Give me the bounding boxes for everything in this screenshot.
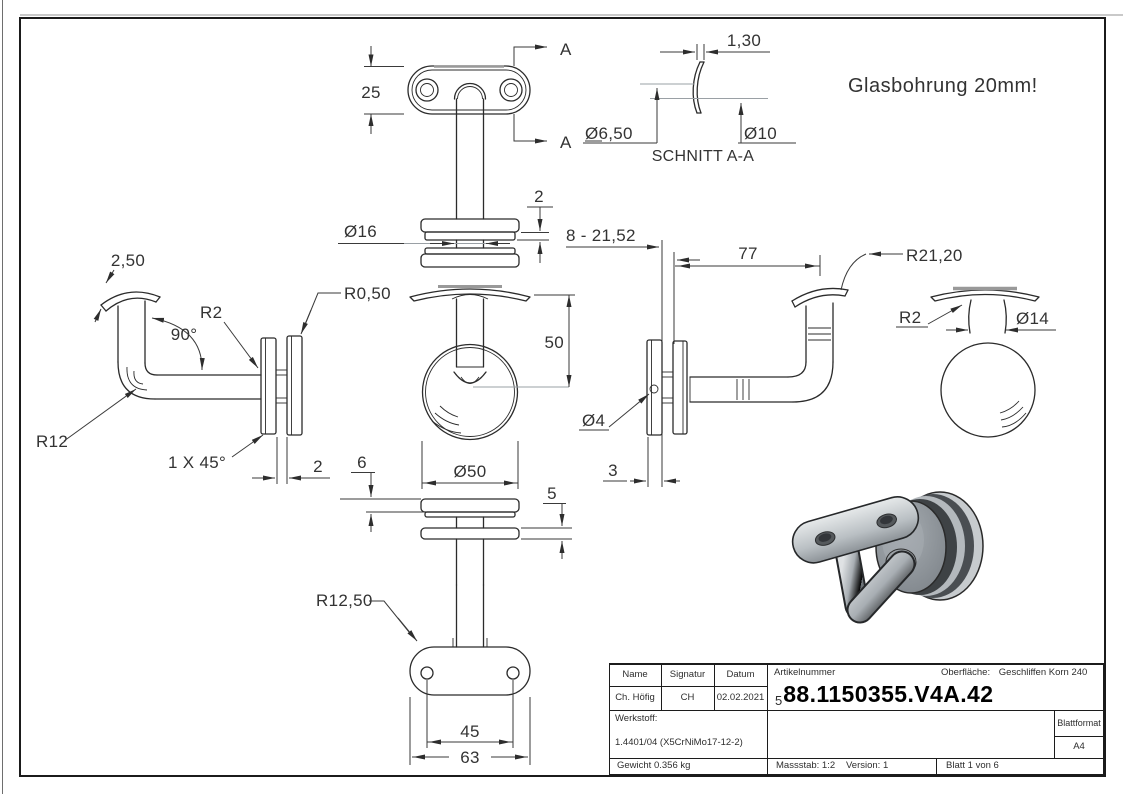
dim-arm-length: 77 <box>738 244 758 263</box>
drawing-border <box>19 17 1106 777</box>
tb-sheet: Blatt 1 von 6 <box>946 760 999 771</box>
dim-plate-width: 25 <box>361 83 381 102</box>
tb-format-value: A4 <box>1073 741 1085 752</box>
tb-material-value: 1.4401/04 (X5CrNiMo17-12-2) <box>615 737 743 748</box>
dim-lip-width: 1,30 <box>727 31 761 50</box>
dim-disc-dia: Ø50 <box>453 462 486 481</box>
exploded-clamp-top: Ø16 2 8 - 21,52 <box>338 187 700 487</box>
tb-line <box>609 773 1104 775</box>
section-view: 1,30 Ø6,50 Ø10 SCHNITT A-A <box>583 31 796 165</box>
tb-line <box>609 686 767 688</box>
border-shadow <box>20 14 1123 16</box>
dim-lower-disc: 5 <box>547 484 557 503</box>
dim-angle: 90° <box>171 325 198 344</box>
dim-gap-2: 2 <box>534 187 544 206</box>
exploded-clamp-bottom: 6 5 <box>340 453 572 586</box>
page-edge-line <box>2 0 3 794</box>
tb-surface: Oberfläche: Geschliffen Korn 240 <box>941 667 1087 678</box>
tb-surface-value: Geschliffen Korn 240 <box>998 667 1088 678</box>
bottom-view: R12,50 45 63 <box>316 584 531 767</box>
product-3d-render <box>791 491 984 624</box>
tb-material-label: Werkstoff: <box>615 713 658 724</box>
dim-edge-radius: R0,50 <box>344 284 391 303</box>
tb-version: Version: 1 <box>846 760 889 771</box>
dim-saddle-thickness: 2,50 <box>111 251 145 270</box>
dim-disc-thickness: 3 <box>608 461 618 480</box>
tb-header-signature: Signatur <box>669 669 706 680</box>
front-view: 50 Ø50 <box>409 285 575 489</box>
tb-value-date: 02.02.2021 <box>716 692 765 703</box>
tb-line <box>1054 710 1056 758</box>
tb-line <box>609 663 611 775</box>
tb-line <box>1054 736 1104 738</box>
dim-upper-disc: 6 <box>357 453 367 472</box>
tb-article-number: 88.1150355.V4A.42 <box>783 681 994 707</box>
tb-value-signature: CH <box>680 692 695 703</box>
dim-fillet-r2: R2 <box>200 303 222 322</box>
dim-saddle-radius: R21,20 <box>906 246 963 265</box>
dim-hole-spacing: 45 <box>460 722 480 741</box>
tb-surface-label: Oberfläche: <box>941 667 991 678</box>
section-arrow-label-bottom: A <box>560 133 572 152</box>
top-view: 25 A A <box>361 40 602 220</box>
tb-scale: Massstab: 1:2 <box>776 760 836 771</box>
dim-fillet-r2-right: R2 <box>899 308 921 327</box>
dim-dia-outer: Ø10 <box>744 124 777 143</box>
tb-article-number-row: 588.1150355.V4A.42 <box>775 681 993 708</box>
tb-format-label: Blattformat <box>1057 718 1101 728</box>
side-view: Ø4 3 77 R21,20 <box>579 244 963 487</box>
dim-neck-dia-right: Ø14 <box>1016 309 1049 328</box>
dim-corner-radius: R12,50 <box>316 591 373 610</box>
dim-plate-length: 63 <box>460 748 480 767</box>
tb-line <box>661 663 663 710</box>
glass-hole-note: Glasbohrung 20mm! <box>848 75 1038 97</box>
dim-clamp-range: 8 - 21,52 <box>566 226 636 245</box>
tb-line <box>609 710 1104 712</box>
tb-header-name: Name <box>622 669 648 680</box>
disc-front-view: R2 Ø14 <box>896 286 1056 438</box>
tb-line <box>714 663 716 710</box>
title-block: Name Signatur Datum Ch. Höfig CH 02.02.2… <box>609 663 1104 775</box>
tb-line <box>609 663 1104 665</box>
dim-glass-gap: 2 <box>313 457 323 476</box>
dim-neck-dia: Ø16 <box>344 222 377 241</box>
tb-article-prefix: 5 <box>775 693 783 708</box>
dim-chamfer: 1 X 45° <box>168 453 226 472</box>
tb-line <box>1102 663 1104 775</box>
tb-line <box>609 758 1104 760</box>
left-view: 2,50 90° R2 R12 1 X 45° R0,50 2 <box>36 251 391 484</box>
dim-dia-inner: Ø6,50 <box>585 124 633 143</box>
section-arrow-label-top: A <box>560 40 572 59</box>
tb-line <box>936 758 938 775</box>
tb-value-name: Ch. Höfig <box>615 692 655 703</box>
tb-weight: Gewicht 0.356 kg <box>617 760 691 771</box>
tb-line <box>767 663 769 775</box>
dim-hole-dia: Ø4 <box>582 411 605 430</box>
dim-bend-radius: R12 <box>36 432 68 451</box>
tb-article-label: Artikelnummer <box>774 667 836 678</box>
section-title: SCHNITT A-A <box>652 148 755 165</box>
dim-height-50: 50 <box>544 333 564 352</box>
tb-header-date: Datum <box>726 669 755 680</box>
